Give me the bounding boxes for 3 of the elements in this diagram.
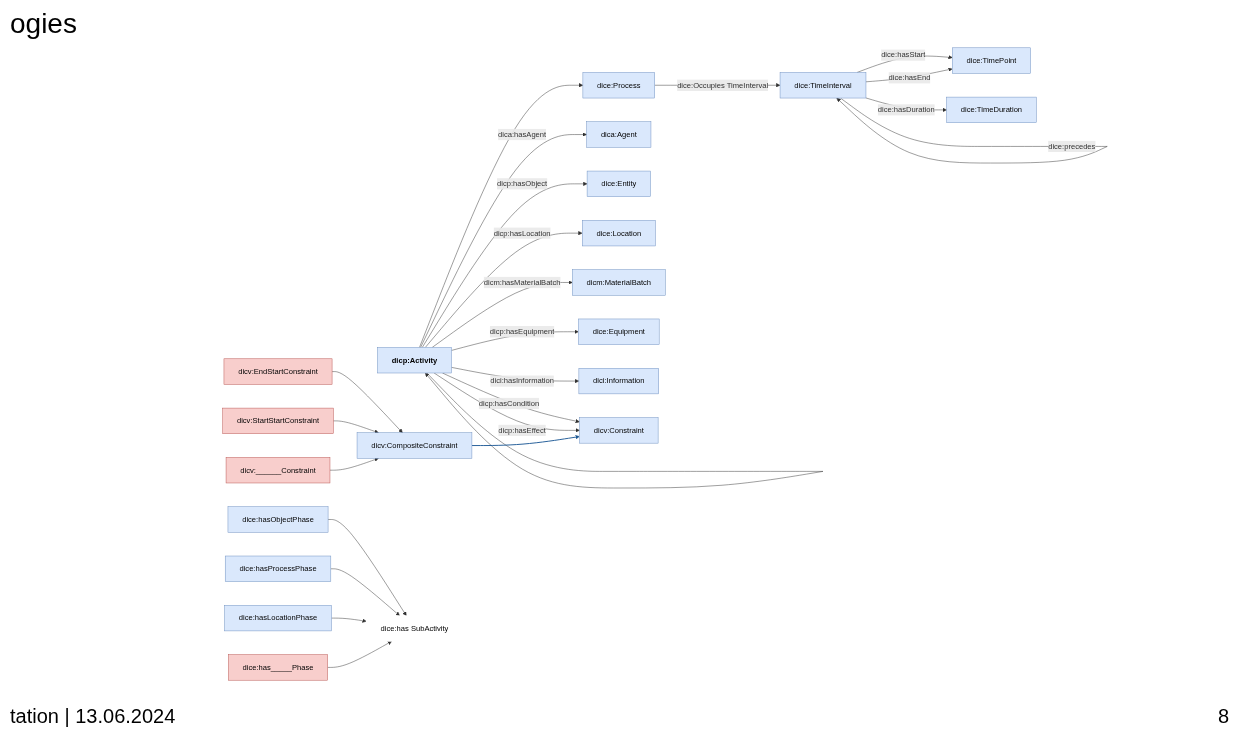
heading-fragment: ogies <box>10 8 77 40</box>
page-number: 8 <box>1217 705 1229 728</box>
footer-text: tation | 13.06.2024 <box>10 705 176 728</box>
